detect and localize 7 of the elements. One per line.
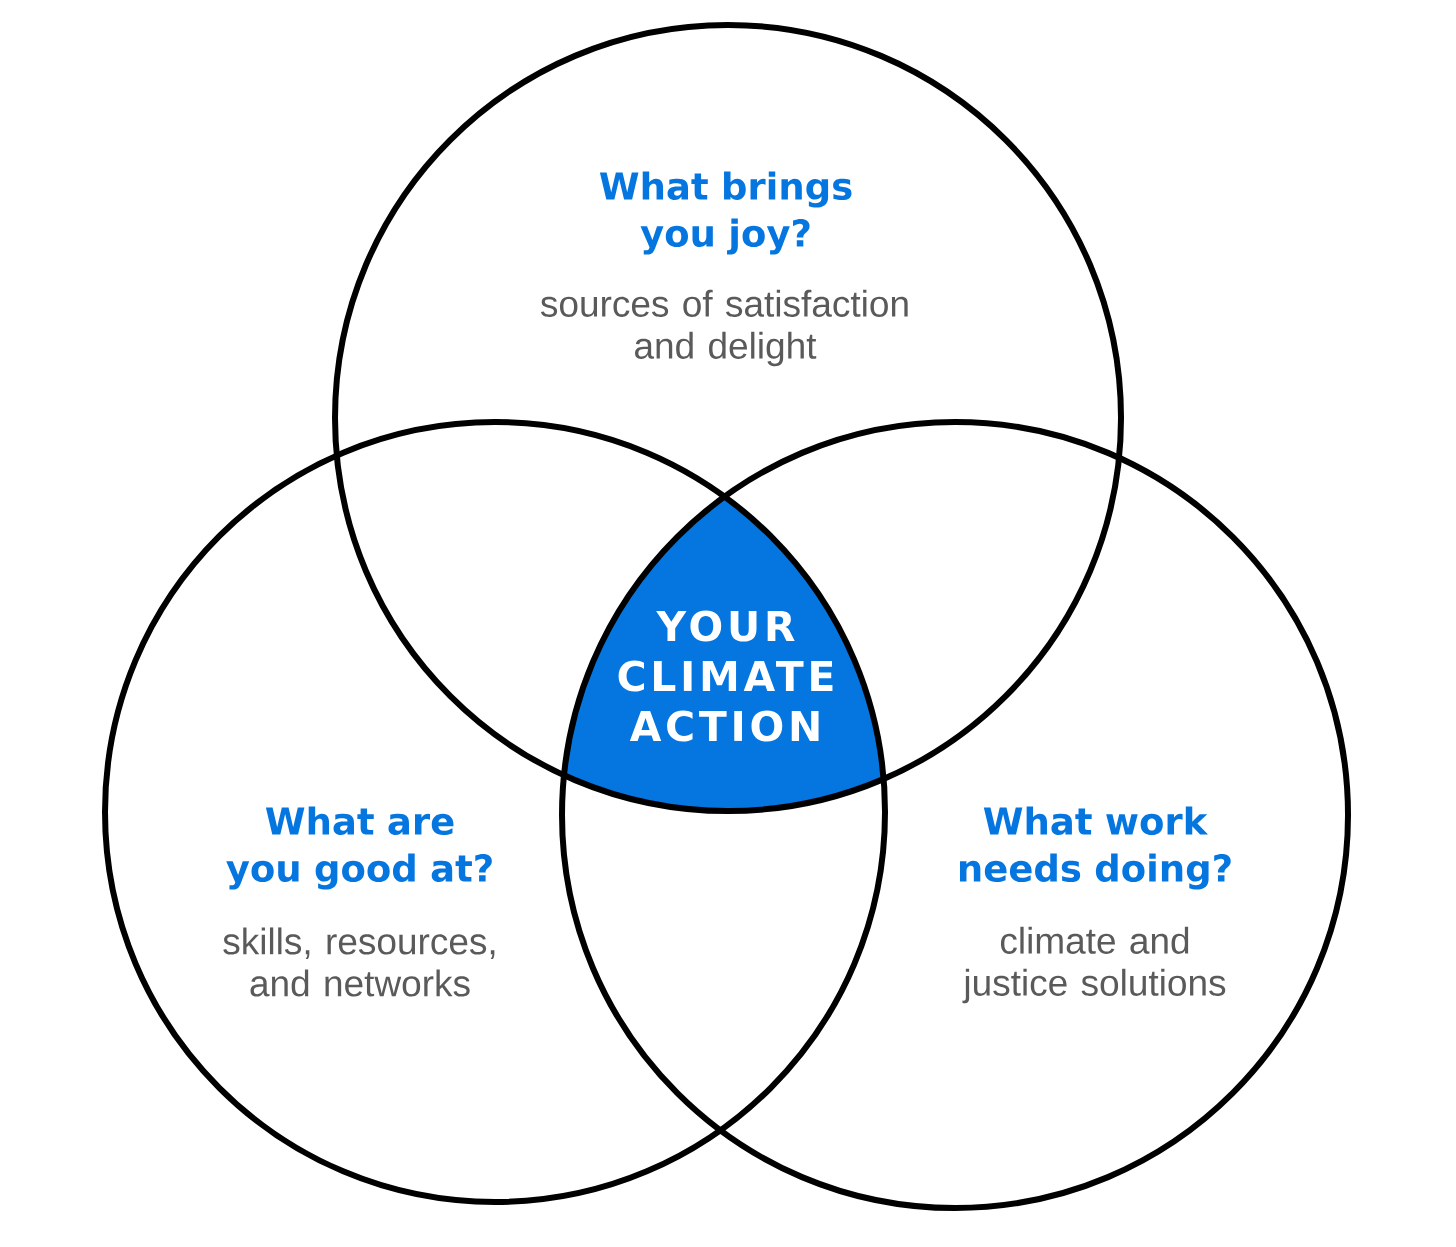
question-heading: What work needs doing? bbox=[960, 806, 1231, 890]
question-heading: What brings you joy? bbox=[599, 171, 852, 255]
description-text: sources of satisfaction and delight bbox=[540, 289, 908, 367]
question-heading: What are you good at? bbox=[226, 806, 492, 890]
description-text: climate and justice solutions bbox=[962, 926, 1226, 1004]
description-text: skills, resources, and networks bbox=[223, 927, 495, 997]
overlap-region: YOUR CLIMATE ACTION bbox=[562, 495, 885, 811]
